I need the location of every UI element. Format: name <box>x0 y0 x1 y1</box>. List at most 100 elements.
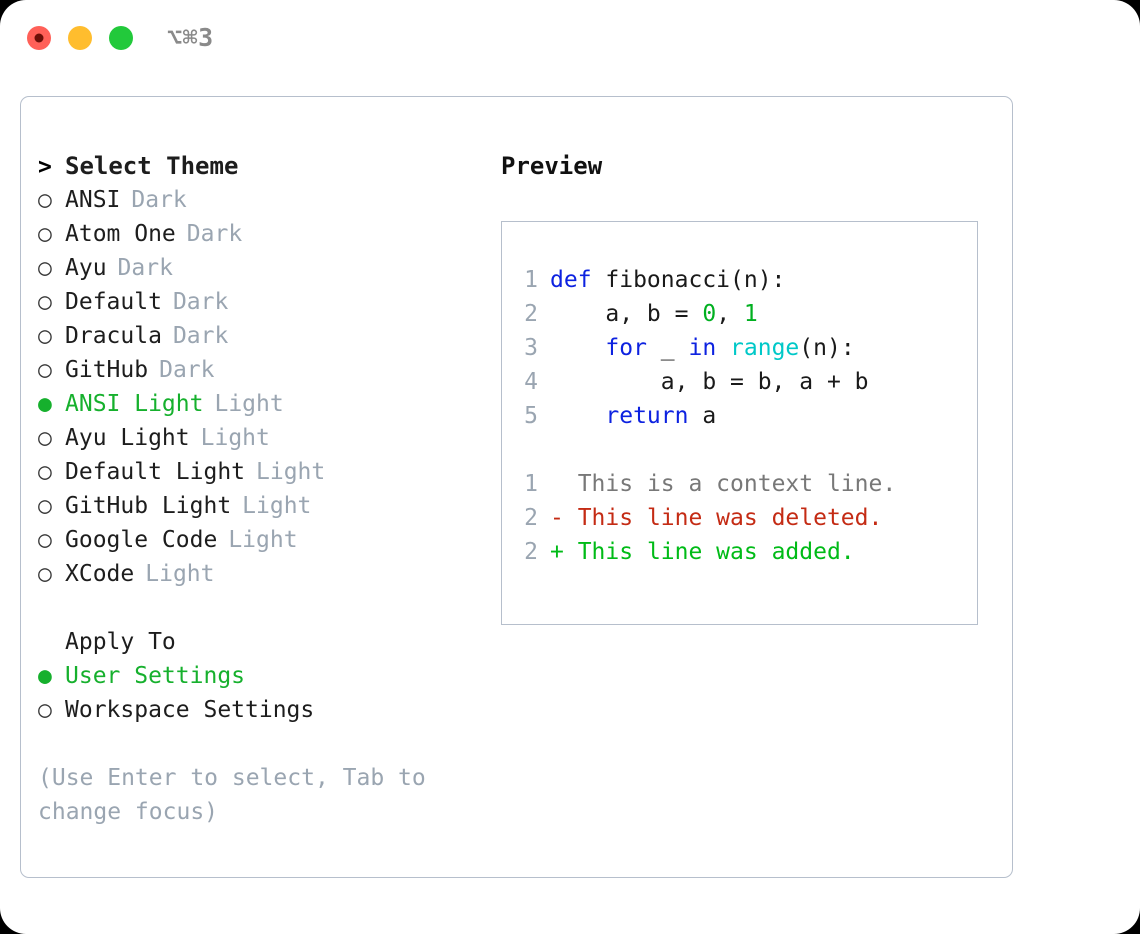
diff-line: 2- This line was deleted. <box>514 501 971 535</box>
radio-unselected-icon[interactable]: ○ <box>38 425 52 451</box>
title-bar: ⌥⌘3 <box>0 0 1140 78</box>
code-token: a, b = b, a + b <box>550 369 869 395</box>
radio-selected-icon[interactable]: ● <box>38 663 52 689</box>
code-line: 3 for _ in range(n): <box>514 331 971 365</box>
diff-sign: + <box>550 539 564 565</box>
theme-name-label: Default <box>65 289 162 315</box>
line-number: 3 <box>524 335 538 361</box>
apply-to-title: Apply To <box>65 629 176 655</box>
line-number: 5 <box>524 403 538 429</box>
line-number: 4 <box>524 369 538 395</box>
code-token: a <box>688 403 717 429</box>
radio-unselected-icon[interactable]: ○ <box>38 323 52 349</box>
minimize-dot-icon[interactable] <box>68 26 92 50</box>
theme-mode-tag: Light <box>200 425 270 451</box>
theme-mode-tag: Dark <box>186 221 243 247</box>
apply-to-header: ○ Apply To <box>38 625 478 659</box>
apply-to-label: User Settings <box>65 663 246 689</box>
theme-list-title: Select Theme <box>65 152 239 180</box>
code-token: 0 <box>702 301 717 327</box>
theme-list-item[interactable]: ○ Default Light Light <box>38 455 478 489</box>
theme-mode-tag: Dark <box>159 357 215 383</box>
theme-name-label: GitHub Light <box>65 493 232 519</box>
code-line: 4 a, b = b, a + b <box>514 365 971 399</box>
diff-line: 1 This is a context line. <box>514 467 971 501</box>
code-token: for <box>605 335 647 361</box>
code-token <box>550 403 605 429</box>
code-token: _ <box>646 335 689 361</box>
theme-mode-tag: Light <box>145 561 215 587</box>
code-token: 1 <box>743 301 758 327</box>
theme-list-item[interactable]: ○ ANSI Dark <box>38 183 478 217</box>
theme-mode-tag: Light <box>242 493 312 519</box>
code-token: , <box>716 301 744 327</box>
theme-mode-tag: Dark <box>172 323 229 349</box>
theme-name-label: XCode <box>65 561 135 587</box>
maximize-dot-icon[interactable] <box>109 26 133 50</box>
theme-mode-tag: Light <box>228 527 298 553</box>
diff-line-number: 2 <box>524 505 538 531</box>
spacer-icon: ○ <box>38 625 65 659</box>
radio-unselected-icon[interactable]: ○ <box>38 527 52 553</box>
close-dot-icon[interactable] <box>27 26 51 50</box>
theme-list-item[interactable]: ○ Atom One Dark <box>38 217 478 251</box>
apply-to-item[interactable]: ● User Settings <box>38 659 478 693</box>
apply-to-label: Workspace Settings <box>65 697 315 723</box>
keyboard-shortcut-label: ⌥⌘3 <box>167 23 214 52</box>
keyboard-hint-text: (Use Enter to select, Tab to change focu… <box>38 765 440 825</box>
code-token: a, b = <box>550 301 703 327</box>
theme-list-item[interactable]: ○ GitHub Light Light <box>38 489 478 523</box>
window-controls <box>27 26 133 50</box>
radio-unselected-icon[interactable]: ○ <box>38 697 52 723</box>
caret-icon: > <box>38 154 52 180</box>
radio-unselected-icon[interactable]: ○ <box>38 255 52 281</box>
theme-name-label: Atom One <box>65 221 176 247</box>
line-number: 1 <box>524 267 538 293</box>
radio-unselected-icon[interactable]: ○ <box>38 289 52 315</box>
theme-name-label: Ayu Light <box>65 425 190 451</box>
radio-unselected-icon[interactable]: ○ <box>38 187 52 213</box>
theme-name-label: Google Code <box>65 527 218 553</box>
code-token: return <box>605 403 689 429</box>
theme-list-item[interactable]: ○ Google Code Light <box>38 523 478 557</box>
code-token: def <box>550 267 606 293</box>
theme-mode-tag: Light <box>214 391 284 417</box>
preview-title: Preview <box>501 152 603 180</box>
radio-unselected-icon[interactable]: ○ <box>38 561 52 587</box>
theme-list-item[interactable]: ○ Ayu Light Light <box>38 421 478 455</box>
theme-list-item[interactable]: ○ Dracula Dark <box>38 319 478 353</box>
apply-to-item[interactable]: ○ Workspace Settings <box>38 693 478 727</box>
theme-mode-tag: Light <box>256 459 326 485</box>
radio-unselected-icon[interactable]: ○ <box>38 459 52 485</box>
line-number: 2 <box>524 301 538 327</box>
theme-name-label: Default Light <box>65 459 246 485</box>
theme-mode-tag: Dark <box>131 187 187 213</box>
apply-to-list: ● User Settings ○ Workspace Settings <box>38 659 478 727</box>
diff-line: 2+ This line was added. <box>514 535 971 569</box>
code-token <box>716 335 730 361</box>
code-token: range <box>730 335 800 361</box>
theme-list-header: > Select Theme <box>38 149 478 183</box>
diff-sign <box>550 471 564 497</box>
diff-text: This is a context line. <box>563 471 897 497</box>
radio-selected-icon[interactable]: ● <box>38 391 52 417</box>
radio-unselected-icon[interactable]: ○ <box>38 221 52 247</box>
code-token <box>550 335 605 361</box>
radio-unselected-icon[interactable]: ○ <box>38 493 52 519</box>
theme-name-label: Dracula <box>65 323 162 349</box>
theme-list-item[interactable]: ○ XCode Light <box>38 557 478 591</box>
radio-unselected-icon[interactable]: ○ <box>38 357 52 383</box>
theme-name-label: ANSI <box>65 187 121 213</box>
